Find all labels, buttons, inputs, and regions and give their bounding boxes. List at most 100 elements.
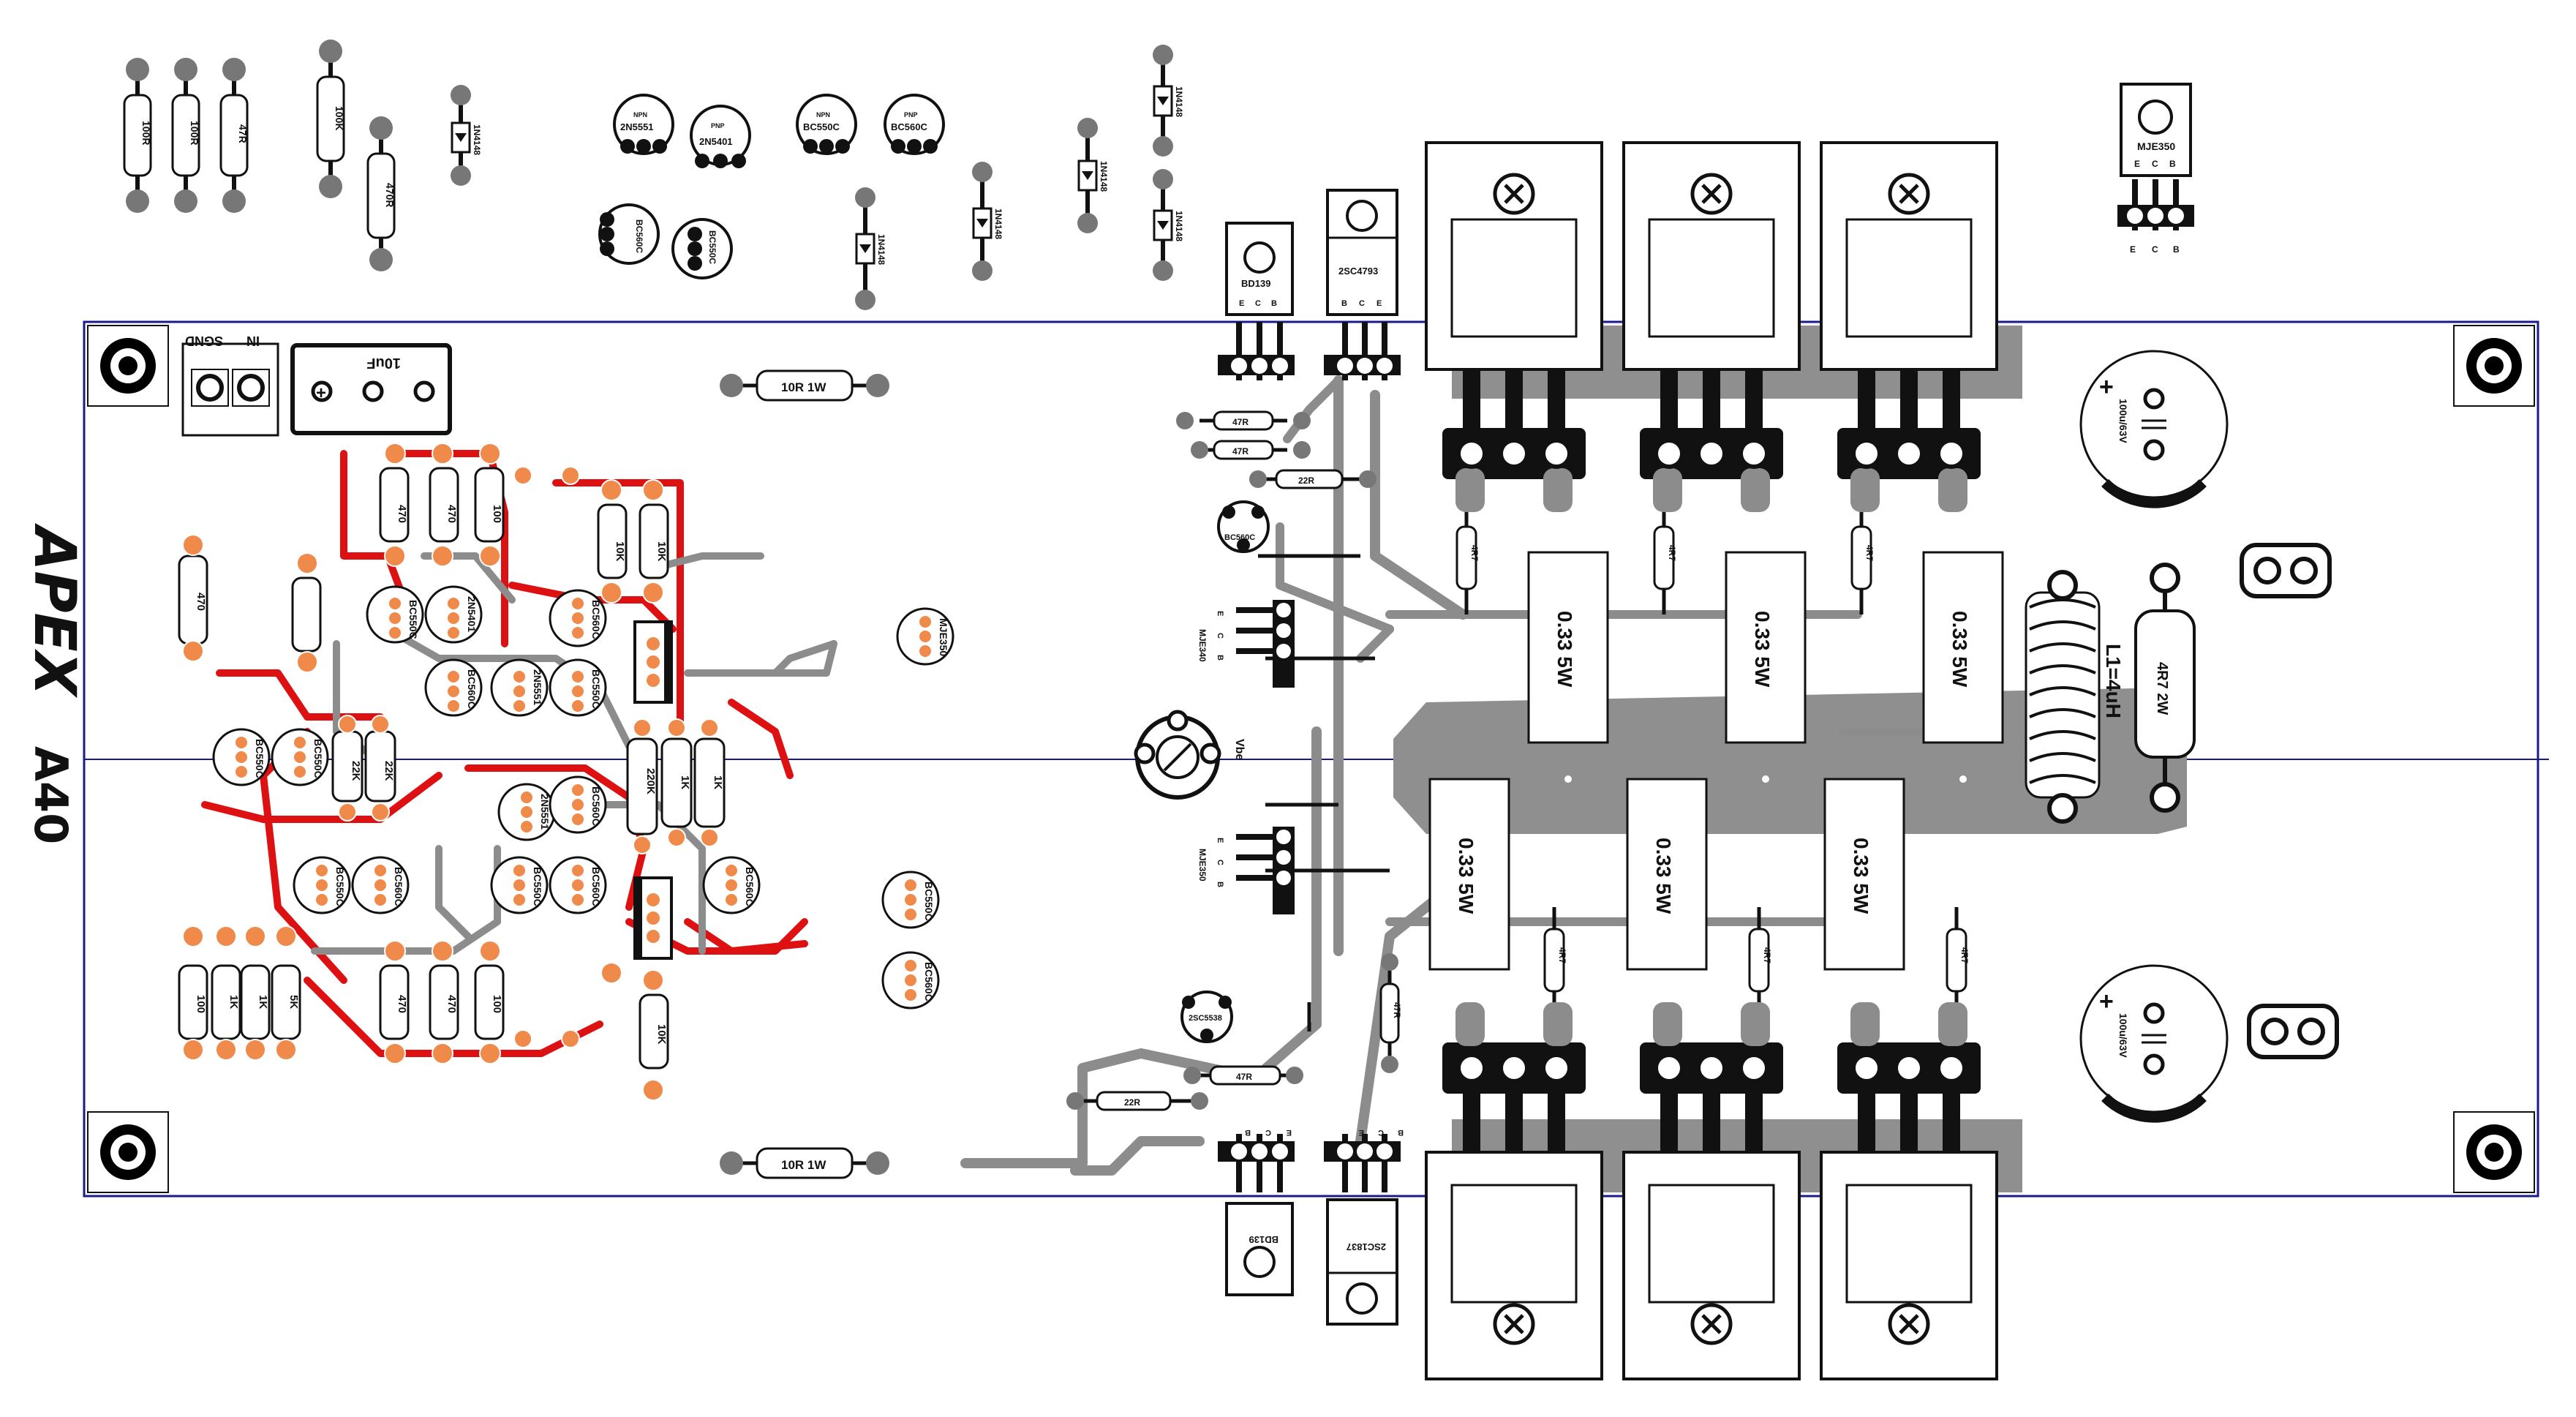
input-stage-traces	[201, 450, 837, 1057]
diode-label: 1N4148	[472, 124, 482, 155]
emitter-res-label: 0.33 5W	[1948, 611, 1971, 688]
transistor-label: BC550C	[707, 230, 718, 264]
res-label: 470R	[384, 183, 396, 207]
input-capacitor: + 10uF	[290, 343, 452, 435]
transistor-type: PNP	[904, 111, 918, 119]
bottom-transistor-label: 2SC5538	[1189, 1014, 1222, 1023]
output-transistors-top	[1425, 141, 1998, 512]
input-stage-transistor-labels: BC550C 2N5401 BC560C BC560C 2N5551 BC550…	[254, 596, 949, 1001]
pin-label: E	[1216, 611, 1224, 616]
res-label: 1K	[679, 775, 691, 789]
input-stage-transistors	[212, 585, 954, 1010]
bd139-bottom-label: BD139	[1249, 1234, 1278, 1245]
transistor-label: 2N5551	[539, 794, 551, 830]
transistor-label: BC560C	[923, 962, 935, 1001]
pin-label: E	[1376, 299, 1382, 308]
pin-label: B	[2173, 244, 2180, 255]
pin-label: C	[2152, 159, 2158, 169]
mje350-loose: MJE350 E C B E C B	[2117, 83, 2194, 255]
sc4793-label: 2SC4793	[1338, 266, 1378, 277]
mounting-holes	[87, 325, 2535, 1193]
transistor-label: BC550C	[803, 121, 840, 132]
res-label: 10R 1W	[781, 1158, 826, 1172]
transistor-label: BC550C	[923, 882, 935, 921]
pin-label: B	[1398, 1128, 1404, 1137]
transistor-label: BC560C	[744, 867, 756, 906]
res-label: 47R	[1392, 1002, 1402, 1018]
pin-label: E	[1359, 1128, 1364, 1137]
bd139-label: BD139	[1241, 278, 1270, 289]
pin-label: E	[1239, 299, 1244, 308]
res-label: 470	[396, 505, 408, 523]
input-label: IN	[246, 334, 260, 348]
res-label: 1K	[712, 775, 724, 789]
input-cap-label: 10uF	[366, 355, 401, 371]
diode-label: 1N4148	[876, 234, 886, 265]
res-label: 100	[491, 505, 503, 523]
power-capacitors: + 100u/63V + 100u/63V	[2079, 350, 2229, 1123]
transistor-type: PNP	[711, 122, 725, 129]
transistor-label: 2N5401	[699, 136, 733, 147]
transistor-label: BC550C	[590, 669, 602, 709]
res-label: 4R7	[1959, 947, 1970, 963]
res-label: 10K	[655, 541, 668, 562]
pin-label: C	[1216, 860, 1224, 865]
transistor-label: BC560C	[590, 600, 602, 639]
pin-label: B	[1216, 882, 1224, 887]
transistor-label: 2N5551	[620, 121, 654, 132]
pin-label: E	[1287, 1128, 1292, 1137]
res-label: 47R	[1236, 1072, 1252, 1082]
transistor-label: BC550C	[312, 739, 324, 778]
sgnd-label: SGND	[185, 334, 223, 348]
res-label: 4R7	[1557, 947, 1567, 963]
input-cap-plus: +	[316, 383, 326, 403]
cap-label: 100u/63V	[2117, 1013, 2129, 1058]
diode-label: 1N4148	[1099, 161, 1109, 192]
emitter-resistors: 0.33 5W 0.33 5W 0.33 5W 0.33 5W 0.33 5W …	[1428, 551, 2004, 971]
pin-label: E	[1216, 838, 1224, 843]
pin-label: B	[1271, 299, 1277, 308]
transistor-label: BC560C	[393, 867, 404, 906]
res-label: 100	[491, 995, 503, 1013]
cap-label: 100u/63V	[2117, 399, 2129, 443]
pin-label: C	[1265, 1128, 1271, 1137]
res-label: 1K	[227, 995, 240, 1009]
res-label: 470	[445, 995, 458, 1013]
res-label: 47R	[1232, 446, 1249, 456]
diode-label: 1N4148	[1174, 86, 1184, 117]
input-stage-pads	[182, 443, 933, 1101]
top-loose-parts: 100R 100R 47R 100K 470R	[123, 40, 396, 271]
inductor-label: L1=4uH	[2102, 644, 2125, 718]
diode-label: 1N4148	[993, 208, 1003, 239]
vbe-label: Vbe	[1233, 739, 1246, 760]
pin-label: C	[2152, 244, 2158, 255]
res-label: 22R	[1298, 476, 1314, 486]
res-label: 100R	[140, 121, 152, 145]
res-label: 47R	[1232, 417, 1249, 427]
transistor-type: NPN	[816, 111, 830, 119]
pin-label: C	[1359, 299, 1365, 308]
res-label: 4R7	[1469, 545, 1480, 561]
input-connector: IN SGND	[181, 334, 279, 437]
output-transistors-bottom	[1425, 1002, 1998, 1380]
driver-resistors: 47R 47R 22R 10R 1W 10R 1W 47R 22R 47R 4R…	[720, 369, 1970, 1179]
res-label: 470	[396, 995, 408, 1013]
res-label: 10R 1W	[781, 380, 826, 394]
res-label: 470	[445, 505, 458, 523]
res-label: 10K	[655, 1024, 668, 1045]
top-transistors: 2N5551 2N5401 BC550C BC560C BC560C BC550…	[598, 94, 945, 279]
res-label: 22K	[383, 761, 395, 781]
bias-transistor-label: BC560C	[1224, 533, 1255, 542]
pin-label: C	[1216, 633, 1224, 639]
mje350-lower-label: MJE350	[1197, 849, 1208, 882]
res-label: 100K	[334, 106, 345, 130]
transistor-label: BC560C	[466, 669, 478, 709]
transistor-label: BC550C	[334, 867, 346, 906]
transistor-label: BC550C	[254, 739, 265, 778]
power-connectors	[2240, 543, 2339, 1059]
zobel-resistor: 4R7 2W	[2134, 563, 2196, 813]
mje340-label: MJE340	[1197, 629, 1208, 662]
emitter-res-label: 0.33 5W	[1652, 838, 1675, 914]
emitter-res-label: 0.33 5W	[1850, 838, 1872, 914]
